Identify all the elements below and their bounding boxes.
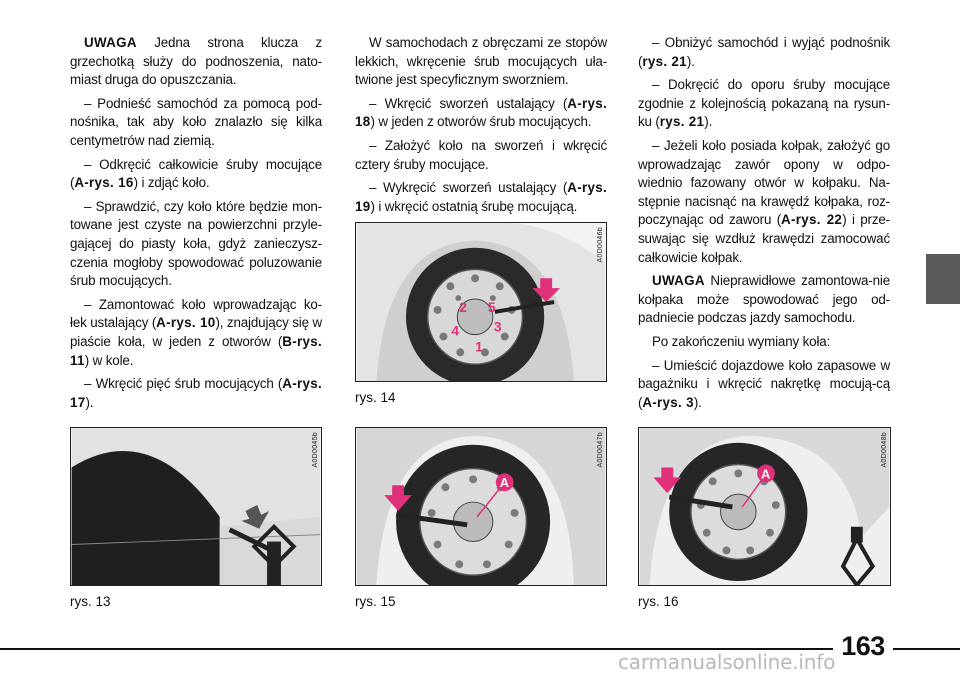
figure-reference[interactable]: A-rys. 17 <box>70 376 322 410</box>
figure-code: A0D0045b <box>312 432 319 468</box>
watermark: carmanualsonline.info <box>618 650 836 674</box>
text-column-1: UWAGA Jedna strona klucza z grzechotką s… <box>70 34 322 417</box>
page-number: 163 <box>833 628 893 664</box>
figure-reference[interactable]: A-rys. 19 <box>355 180 607 214</box>
step-paragraph: – Założyć koło na sworzeń i wkręcić czte… <box>355 137 607 172</box>
figure-caption: rys. 14 <box>355 390 396 405</box>
marker-label: A <box>500 475 509 490</box>
figure-reference[interactable]: A-rys. 10 <box>156 315 216 331</box>
note-paragraph: UWAGA Nieprawidłowe zamontowa-nie kołpak… <box>638 273 890 326</box>
step-paragraph: – Obniżyć samochód i wyjąć podnośnik (ry… <box>638 35 890 69</box>
figure-reference[interactable]: A-rys. 18 <box>355 95 607 130</box>
figure-caption: rys. 16 <box>638 594 679 609</box>
figure-16: A A0D0048b <box>638 427 891 586</box>
figure-14: 2 5 4 3 1 A0D0046b <box>355 222 607 382</box>
wheel-mounting-illustration: A <box>639 428 890 585</box>
bolt-order-number: 1 <box>475 338 483 354</box>
figure-reference[interactable]: A-rys. 3 <box>642 394 694 410</box>
step-paragraph: – Wykręcić sworzeń ustalający (A-rys. 19… <box>355 180 607 214</box>
step-paragraph: – Podnieść samochód za pomocą pod-nośnik… <box>70 95 322 148</box>
text-column-2: W samochodach z obręczami ze stopów lekk… <box>355 34 607 221</box>
step-paragraph: – Wkręcić sworzeń ustalający (A-rys. 18)… <box>355 95 607 130</box>
step-paragraph: – Dokręcić do oporu śruby mocujące zgodn… <box>638 77 890 130</box>
footer-rule <box>0 648 960 650</box>
figure-reference[interactable]: A-rys. 16 <box>74 175 134 191</box>
figure-reference[interactable]: rys. 21 <box>642 53 687 69</box>
note-paragraph: UWAGA Jedna strona klucza z grzechotką s… <box>70 35 322 88</box>
figure-code: A0D0047b <box>597 432 604 468</box>
marker-label: A <box>761 466 770 481</box>
info-paragraph: W samochodach z obręczami ze stopów lekk… <box>355 35 607 88</box>
step-paragraph: – Jeżeli koło posiada kołpak, założyć go… <box>638 137 890 265</box>
figure-caption: rys. 13 <box>70 594 111 609</box>
figure-reference[interactable]: A-rys. 22 <box>781 212 843 228</box>
figure-caption: rys. 15 <box>355 594 396 609</box>
figure-13: A0D0045b <box>70 427 322 586</box>
info-paragraph: Po zakończeniu wymiany koła: <box>652 333 831 349</box>
step-paragraph: – Zamontować koło wprowadzając ko-łek us… <box>70 296 323 368</box>
figure-reference[interactable]: rys. 21 <box>659 114 705 130</box>
wheel-bolt-order-illustration: 2 5 4 3 1 <box>356 223 606 381</box>
wheel-removal-illustration: A <box>356 428 606 585</box>
bolt-order-number: 3 <box>494 319 502 335</box>
figure-code: A0D0048b <box>881 432 888 468</box>
figure-15: A A0D0047b <box>355 427 607 586</box>
text-column-3: – Obniżyć samochód i wyjąć podnośnik (ry… <box>638 34 890 417</box>
chapter-tab <box>926 254 960 304</box>
figure-reference[interactable]: B-rys. 11 <box>70 333 322 368</box>
step-paragraph: – Sprawdzić, czy koło które będzie mon-t… <box>70 198 322 289</box>
step-paragraph: – Wkręcić pięć śrub mocujących (A-rys. 1… <box>70 376 322 410</box>
step-paragraph: – Umieścić dojazdowe koło zapasowe w bag… <box>638 357 890 410</box>
jack-lifting-illustration <box>71 428 321 585</box>
bolt-order-number: 4 <box>451 323 459 339</box>
step-paragraph: – Odkręcić całkowicie śruby mocujące (A-… <box>70 156 322 191</box>
bolt-order-number: 5 <box>488 299 496 315</box>
bolt-order-number: 2 <box>459 299 467 315</box>
figure-code: A0D0046b <box>597 227 604 263</box>
